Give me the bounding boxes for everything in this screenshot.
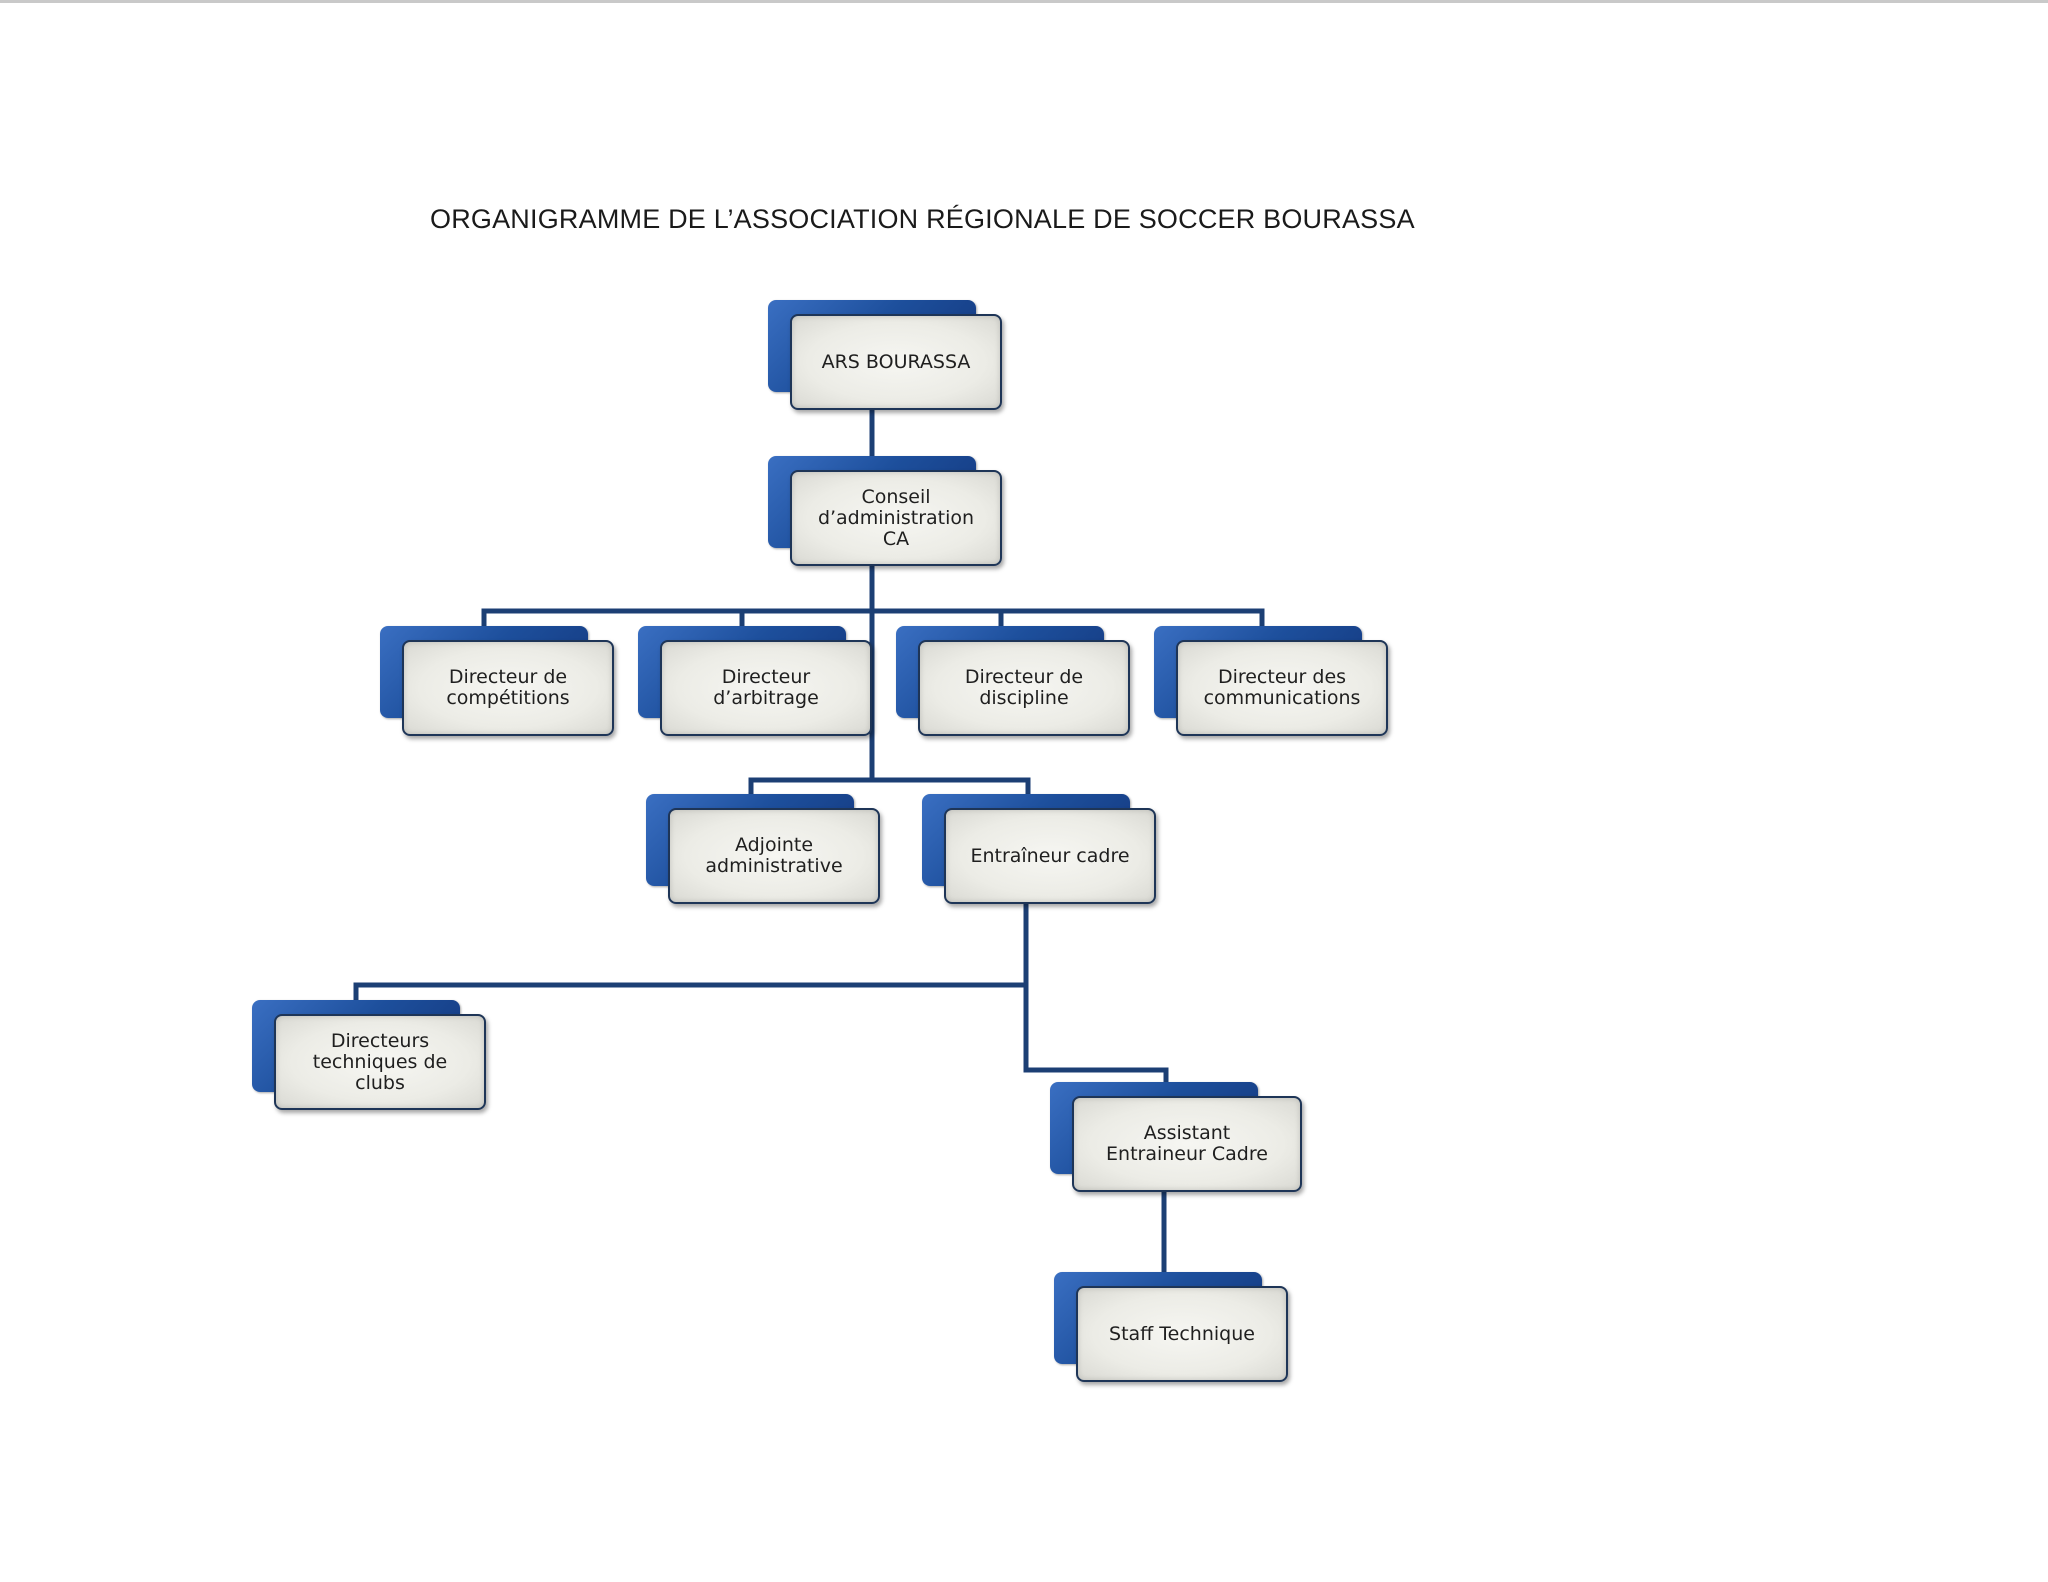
chart-title: ORGANIGRAMME DE L’ASSOCIATION RÉGIONALE … <box>430 204 1415 234</box>
node-box: Conseil d’administration CA <box>790 470 1002 566</box>
node-label: Directeur de discipline <box>964 666 1084 709</box>
node-directeur-discipline: Directeur de discipline <box>896 626 1130 736</box>
node-box: Directeur de discipline <box>918 640 1130 736</box>
node-directeur-communications: Directeur des communications <box>1154 626 1388 736</box>
node-assistant-entraineur-cadre: Assistant Entraineur Cadre <box>1050 1082 1302 1192</box>
node-directeur-arbitrage: Directeur d’arbitrage <box>638 626 872 736</box>
node-box: Directeur de compétitions <box>402 640 614 736</box>
node-label: ARS BOURASSA <box>821 350 971 373</box>
node-directeurs-techniques-clubs: Directeurs techniques de clubs <box>252 1000 486 1110</box>
node-box: Directeur des communications <box>1176 640 1388 736</box>
node-box: Staff Technique <box>1076 1286 1288 1382</box>
node-box: Directeur d’arbitrage <box>660 640 872 736</box>
node-label: Directeurs techniques de clubs <box>312 1029 448 1094</box>
node-label: Directeur de compétitions <box>446 666 570 709</box>
node-staff-technique: Staff Technique <box>1054 1272 1288 1382</box>
node-conseil-administration: Conseil d’administration CA <box>768 456 1002 566</box>
node-box: Adjointe administrative <box>668 808 880 904</box>
node-directeur-competitions: Directeur de compétitions <box>380 626 614 736</box>
node-label: Directeur d’arbitrage <box>713 666 819 709</box>
node-label: Adjointe administrative <box>705 834 843 877</box>
node-box: Directeurs techniques de clubs <box>274 1014 486 1110</box>
top-border <box>0 0 2048 3</box>
node-box: Assistant Entraineur Cadre <box>1072 1096 1302 1192</box>
node-ars-bourassa: ARS BOURASSA <box>768 300 1002 410</box>
node-box: ARS BOURASSA <box>790 314 1002 410</box>
node-adjointe-administrative: Adjointe administrative <box>646 794 880 904</box>
node-label: Conseil d’administration CA <box>817 485 975 550</box>
node-label: Assistant Entraineur Cadre <box>1106 1122 1268 1165</box>
node-label: Entraîneur cadre <box>970 844 1130 867</box>
node-label: Staff Technique <box>1109 1322 1255 1345</box>
node-label: Directeur des communications <box>1203 666 1361 709</box>
node-entraineur-cadre: Entraîneur cadre <box>922 794 1156 904</box>
node-box: Entraîneur cadre <box>944 808 1156 904</box>
